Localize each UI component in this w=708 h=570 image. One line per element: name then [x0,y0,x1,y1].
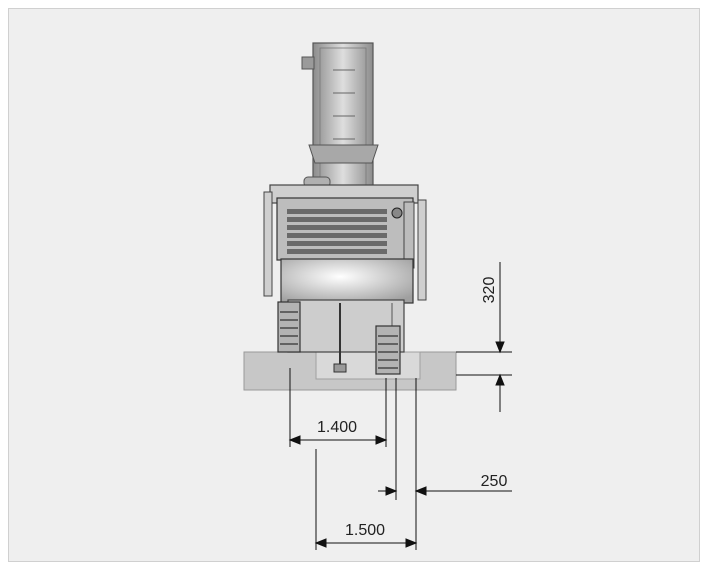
dimension-label-320: 320 [481,277,498,304]
dimension-1400 [288,368,388,447]
dimension-1500 [314,449,418,550]
dimension-label-1400: 1.400 [317,419,357,436]
machine-body [263,184,427,373]
dimension-250 [378,378,512,550]
radiator-fins [287,209,387,254]
dimension-label-250: 250 [481,473,508,490]
dimension-320 [456,262,512,412]
ground-block [243,351,457,391]
dimension-label-1500: 1.500 [345,522,385,539]
boom-arm [301,42,379,196]
right-track [375,325,401,375]
left-track [277,301,301,353]
